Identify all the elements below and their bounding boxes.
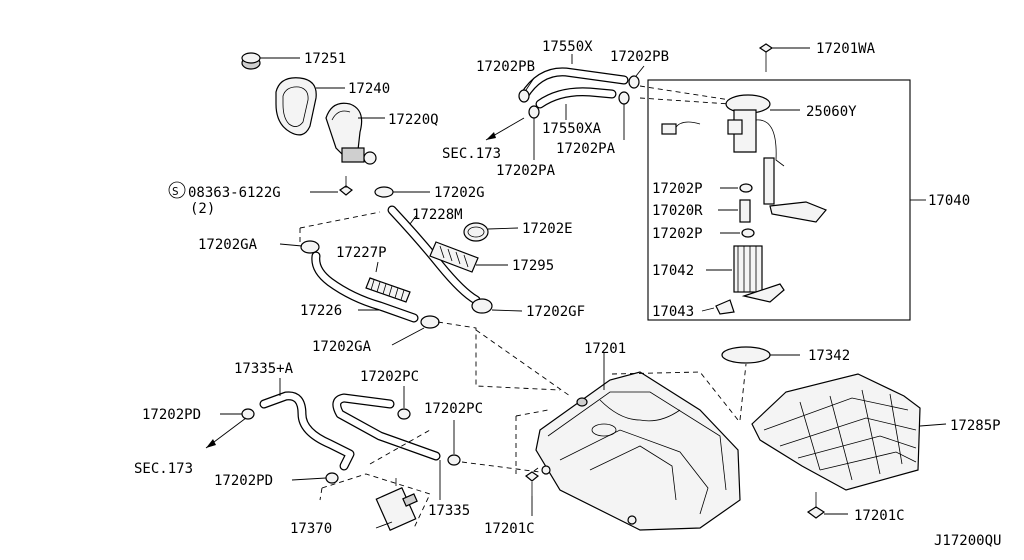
label-17040: 17040 xyxy=(928,193,970,209)
bolt-17201WA xyxy=(758,43,810,72)
label-17202GA-top: 17202GA xyxy=(198,237,258,253)
label-17240: 17240 xyxy=(348,81,390,97)
clamps-17202PD xyxy=(220,408,339,484)
label-17295: 17295 xyxy=(512,258,554,274)
label-17042: 17042 xyxy=(652,263,694,279)
label-17202PD-bottom: 17202PD xyxy=(214,473,273,489)
label-17285P: 17285P xyxy=(950,418,1001,434)
fuel-pump-unit-25060Y xyxy=(661,94,827,223)
clamp-17202GF xyxy=(471,298,523,314)
label-17228M: 17228M xyxy=(412,207,463,223)
clamp-17202E xyxy=(463,222,519,242)
label-17202P-bottom: 17202P xyxy=(652,226,703,242)
breather-hose-17226 xyxy=(311,251,419,323)
pump-motor-17042 xyxy=(706,245,763,293)
fuel-tank-17201 xyxy=(535,352,741,531)
clamps-17202PA xyxy=(528,91,630,160)
clamp-17202GA-top xyxy=(279,240,320,254)
label-17202G: 17202G xyxy=(434,185,485,201)
bolt-08363 xyxy=(168,176,354,199)
label-17202PC-right: 17202PC xyxy=(424,401,483,417)
label-17202GA-bottom: 17202GA xyxy=(312,339,372,355)
label-17201C-left: 17201C xyxy=(484,521,535,537)
gasket-17342 xyxy=(721,346,800,364)
label-17342: 17342 xyxy=(808,348,850,364)
label-17202PC-top: 17202PC xyxy=(360,369,419,385)
fuel-cap-17251 xyxy=(241,52,300,70)
hose-17020R xyxy=(718,199,751,223)
label-17202E: 17202E xyxy=(522,221,573,237)
label-17202PD-top: 17202PD xyxy=(142,407,201,423)
label-17550XA: 17550XA xyxy=(542,121,602,137)
label-17202P-top: 17202P xyxy=(652,181,703,197)
label-08363-quantity: (2) xyxy=(190,201,215,217)
label-17202PA-left: 17202PA xyxy=(496,163,556,179)
label-17020R: 17020R xyxy=(652,203,703,219)
bolt-17201C-right xyxy=(806,492,848,519)
evap-hose-17550XA xyxy=(535,87,617,120)
clamp-17202P-top xyxy=(720,183,753,193)
label-17370: 17370 xyxy=(290,521,332,537)
fuel-filter-17370 xyxy=(375,478,418,532)
label-08363-6122G: 08363-6122G xyxy=(188,185,281,201)
label-17202PA-right: 17202PA xyxy=(556,141,616,157)
heat-shield-17285P xyxy=(751,373,947,491)
sec173-arrow-top xyxy=(485,117,525,141)
screw-symbol-icon: S xyxy=(172,185,179,198)
label-17201C-right: 17201C xyxy=(854,508,905,524)
clamps-17202PC xyxy=(397,386,461,466)
filler-grommet-17240 xyxy=(275,77,345,136)
diagram-code: J17200QU xyxy=(934,533,1001,549)
clamp-17202P-bottom xyxy=(720,228,755,238)
evap-hose-17335A xyxy=(259,378,355,471)
filler-neck-17220Q xyxy=(325,102,385,165)
label-17251: 17251 xyxy=(304,51,346,67)
label-17335: 17335 xyxy=(428,503,470,519)
label-sec173-top: SEC.173 xyxy=(442,146,501,162)
label-17201WA: 17201WA xyxy=(816,41,876,57)
label-17202PB-left: 17202PB xyxy=(476,59,535,75)
label-17226: 17226 xyxy=(300,303,342,319)
label-17227P: 17227P xyxy=(336,245,387,261)
protector-17295 xyxy=(429,241,508,273)
label-17201: 17201 xyxy=(584,341,626,357)
clamp-17202G xyxy=(374,186,430,198)
evap-hose-17335 xyxy=(332,393,441,500)
sec173-arrow-bottom xyxy=(205,417,247,449)
label-17220Q: 17220Q xyxy=(388,112,439,128)
label-sec173-bottom: SEC.173 xyxy=(134,461,193,477)
filter-17043 xyxy=(701,283,785,315)
label-25060Y: 25060Y xyxy=(806,104,857,120)
label-17202PB-right: 17202PB xyxy=(610,49,669,65)
label-17043: 17043 xyxy=(652,304,694,320)
label-17202GF: 17202GF xyxy=(526,304,585,320)
filler-tube-17228M xyxy=(387,205,481,305)
clamp-17202GA-bottom xyxy=(391,315,440,346)
corrugated-tube-17227P xyxy=(365,261,411,303)
label-17335-plus-A: 17335+A xyxy=(234,361,294,377)
label-17550X: 17550X xyxy=(542,39,593,55)
clamps-17202PB xyxy=(518,65,645,103)
bolt-17201C-left xyxy=(524,471,540,516)
